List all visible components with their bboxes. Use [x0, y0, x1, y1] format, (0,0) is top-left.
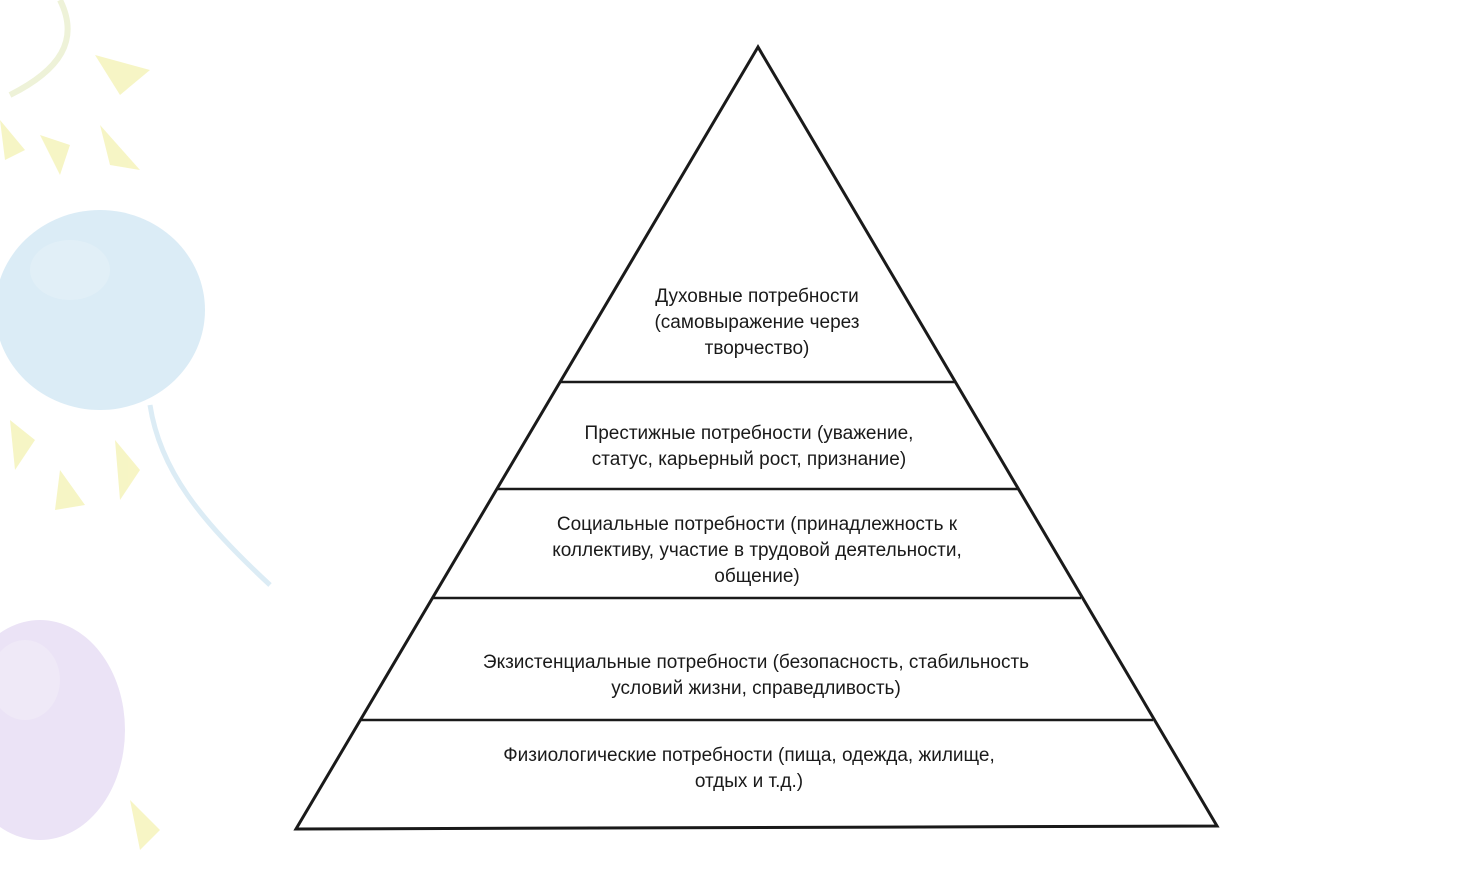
level-social-line-1: Социальные потребности (принадлежность к — [556, 514, 958, 535]
level-physiological-line-2: отдых и т.д.) — [694, 771, 804, 792]
blue-balloon-highlight-decoration — [30, 240, 110, 300]
level-social-needs: Социальные потребности (принадлежность к… — [552, 512, 962, 590]
level-social-line-3: общение) — [714, 566, 800, 587]
level-physiological-line-1: Физиологические потребности (пища, одежд… — [503, 745, 995, 766]
level-spiritual-line-3: творчество) — [704, 338, 810, 359]
purple-balloon-highlight-decoration — [0, 640, 60, 720]
level-prestige-line-2: статус, карьерный рост, признание) — [591, 449, 907, 470]
balloon-string-decoration — [147, 404, 272, 587]
curve-decoration — [8, 0, 71, 98]
level-spiritual-needs: Духовные потребности (самовыражение чере… — [654, 284, 859, 362]
sun-ray-lower-decoration — [130, 800, 160, 850]
level-existential-needs: Экзистенциальные потребности (безопаснос… — [483, 650, 1029, 702]
sun-rays-decoration — [0, 55, 150, 510]
level-existential-line-1: Экзистенциальные потребности (безопаснос… — [482, 652, 1030, 673]
background-decoration — [0, 0, 272, 850]
level-existential-line-2: условий жизни, справедливость) — [611, 678, 901, 699]
level-prestige-line-1: Престижные потребности (уважение, — [584, 423, 914, 444]
pyramid-outline — [293, 44, 1220, 831]
level-physiological-needs: Физиологические потребности (пища, одежд… — [503, 743, 995, 795]
level-social-line-2: коллективу, участие в трудовой деятельно… — [552, 540, 962, 561]
level-spiritual-line-2: (самовыражение через — [654, 312, 860, 333]
level-prestige-needs: Престижные потребности (уважение, статус… — [585, 421, 914, 473]
level-spiritual-line-1: Духовные потребности — [655, 286, 859, 307]
